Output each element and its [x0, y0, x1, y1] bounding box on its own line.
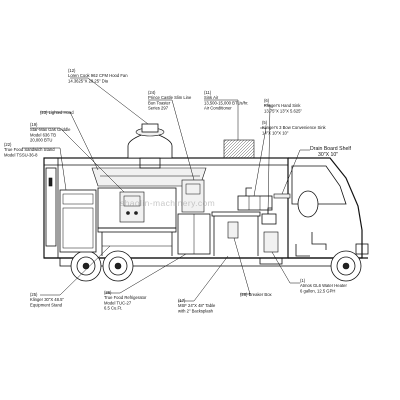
rear-door-handle — [48, 177, 53, 187]
leader-c28 — [233, 237, 251, 295]
griddle-panel — [123, 195, 141, 207]
prep-table-top — [211, 211, 261, 217]
leader-c22 — [22, 147, 67, 191]
leader-shelf — [281, 149, 310, 195]
convenience-sink — [237, 195, 273, 211]
rear-wheel-1-center — [82, 262, 90, 270]
sandwich-stand — [59, 189, 97, 253]
griddle-knob-1 — [126, 211, 130, 215]
bun-toaster — [181, 179, 205, 213]
leader-c12 — [70, 77, 149, 125]
hood-duct — [139, 157, 161, 169]
callout-lighted-hood: (23) Lighted Hood — [40, 110, 74, 115]
hand-sink — [261, 213, 277, 225]
rear-door — [45, 167, 57, 247]
callout-hand-sink: (6) Klinger's Hand Sink 13.75"X 13"X 5.6… — [264, 98, 303, 113]
drain-board-shelf — [273, 193, 291, 199]
callout-sandwich-stand: (22) True Food Sandwich Stand Model TSSU… — [4, 142, 56, 157]
callout-equipment-stand: (25) Klinger 30"X 48.5" Equipment Stand — [30, 292, 65, 307]
driver-seat — [311, 232, 327, 250]
equipment-stand-top — [97, 227, 177, 233]
callout-hood-fan: (12) Loren Cook 962 CFM Hood Fan 14.3625… — [68, 68, 129, 83]
leader-c19 — [30, 127, 125, 193]
callout-bun-toaster: (24) Prince Castle Slim Line Bun Toaster… — [148, 90, 192, 111]
leader-c1 — [271, 251, 300, 284]
roof-equipment — [127, 123, 255, 159]
leader-c5 — [253, 127, 267, 197]
callout-gas-griddle: (19) Star-Max Gas Griddle Model 636 TB 2… — [30, 122, 72, 143]
breaker-box — [227, 221, 239, 239]
leader-c11 — [204, 99, 239, 140]
front-wheel-center — [342, 262, 350, 270]
sandwich-stand-door — [62, 207, 94, 249]
passenger-seat — [295, 244, 310, 257]
faucet-1 — [245, 187, 252, 196]
callout-drain-board-shelf: Drain Board Shelf 30"X 10" — [310, 146, 352, 158]
sandwich-stand-top — [62, 193, 94, 205]
cab-window — [291, 165, 347, 205]
callout-prep-table: (17) MSF 24"X 48" Table with 2" Backspla… — [178, 298, 217, 313]
entry-step — [259, 257, 283, 265]
leader-c23 — [40, 111, 99, 171]
wheels — [70, 250, 362, 282]
callout-air-conditioner: (11) Sink Air 13,500-15,000 BTUs/hr. Air… — [204, 90, 250, 111]
leader-c24 — [148, 99, 195, 181]
callout-water-heater: (1) Atmos GL6 Water Heater 6 gallon, 12.… — [300, 278, 348, 293]
callout-refrigerator: (36) True Food Refrigerator Model TUC-27… — [104, 290, 148, 311]
hood-and-cookline — [59, 157, 261, 256]
leader-lines — [22, 77, 310, 302]
griddle-knob-2 — [134, 211, 138, 215]
water-heater — [263, 231, 279, 253]
callout-convenience-sink: (5) Klinger's 3 Bow Convenience Sink 14"… — [262, 120, 327, 135]
callout-labels: (12) Loren Cook 962 CFM Hood Fan 14.3625… — [4, 68, 352, 313]
leader-c36 — [105, 253, 187, 294]
bun-toaster-panel — [185, 183, 201, 195]
leader-c6 — [264, 104, 271, 215]
hood-fan-top — [141, 123, 159, 133]
air-conditioner-unit — [223, 139, 255, 159]
rear-wheel-2-center — [114, 262, 122, 270]
leader-c25 — [40, 245, 111, 296]
leader-c17 — [178, 255, 229, 302]
cab-porthole-window — [297, 190, 319, 218]
front-bumper — [355, 243, 369, 255]
watermark-text: shaolin-machinery.com — [120, 198, 215, 208]
callout-breaker-box: (28) Breaker Box — [240, 292, 273, 297]
